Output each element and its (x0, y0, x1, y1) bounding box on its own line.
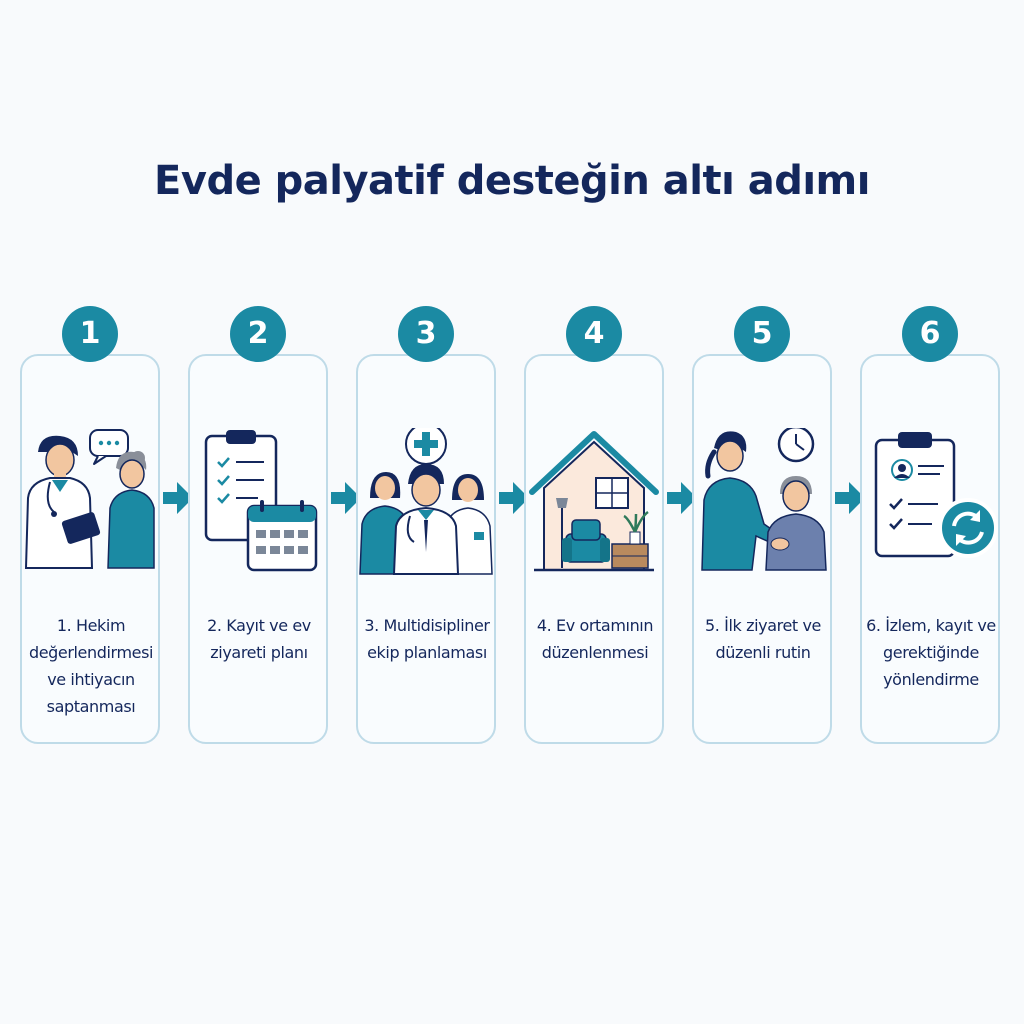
home-setup-icon (529, 431, 659, 572)
followup-clipboard-icon (874, 432, 998, 558)
care-team-icon (359, 428, 493, 575)
step-3: 3 3. Multidisipliner ekip planlaması (354, 306, 500, 750)
arrow-right-icon (835, 482, 865, 514)
step-6: 6 6. İzlem, kayıt ve gerektiğinde yönlen… (858, 306, 1004, 750)
arrow-right-icon (667, 482, 697, 514)
step-label: 5. İlk ziyaret ve düzenli rutin (705, 616, 821, 662)
arrow-right-icon (331, 482, 361, 514)
step-1: 1 1. Hekim değerlendirmesi ve ihtiyacın … (18, 306, 164, 750)
checklist-calendar-icon (204, 430, 318, 572)
step-number-badge: 3 (398, 306, 454, 362)
nurse-visit-icon (701, 428, 827, 571)
arrow-right-icon (499, 482, 529, 514)
step-label: 6. İzlem, kayıt ve gerektiğinde yönlendi… (866, 616, 996, 689)
step-4: 4 4. Ev ortamının düzenlenmesi (522, 306, 668, 750)
step-label: 4. Ev ortamının düzenlenmesi (536, 616, 654, 662)
step-2: 2 2. Kayıt ve ev ziyareti planı (186, 306, 332, 750)
step-number-badge: 4 (566, 306, 622, 362)
page-title: Evde palyatif desteğin altı adımı (154, 158, 870, 204)
step-label: 3. Multidisipliner ekip planlaması (364, 616, 490, 662)
step-number-badge: 1 (62, 306, 118, 362)
step-number-badge: 6 (902, 306, 958, 362)
doctor-consultation-icon (24, 429, 155, 569)
step-5: 5 5. İlk ziyaret ve düzenli rutin (690, 306, 836, 750)
step-label: 2. Kayıt ve ev ziyareti planı (207, 616, 311, 662)
step-number-badge: 5 (734, 306, 790, 362)
step-number-badge: 2 (230, 306, 286, 362)
arrow-right-icon (163, 482, 193, 514)
step-label: 1. Hekim değerlendirmesi ve ihtiyacın sa… (28, 616, 154, 716)
